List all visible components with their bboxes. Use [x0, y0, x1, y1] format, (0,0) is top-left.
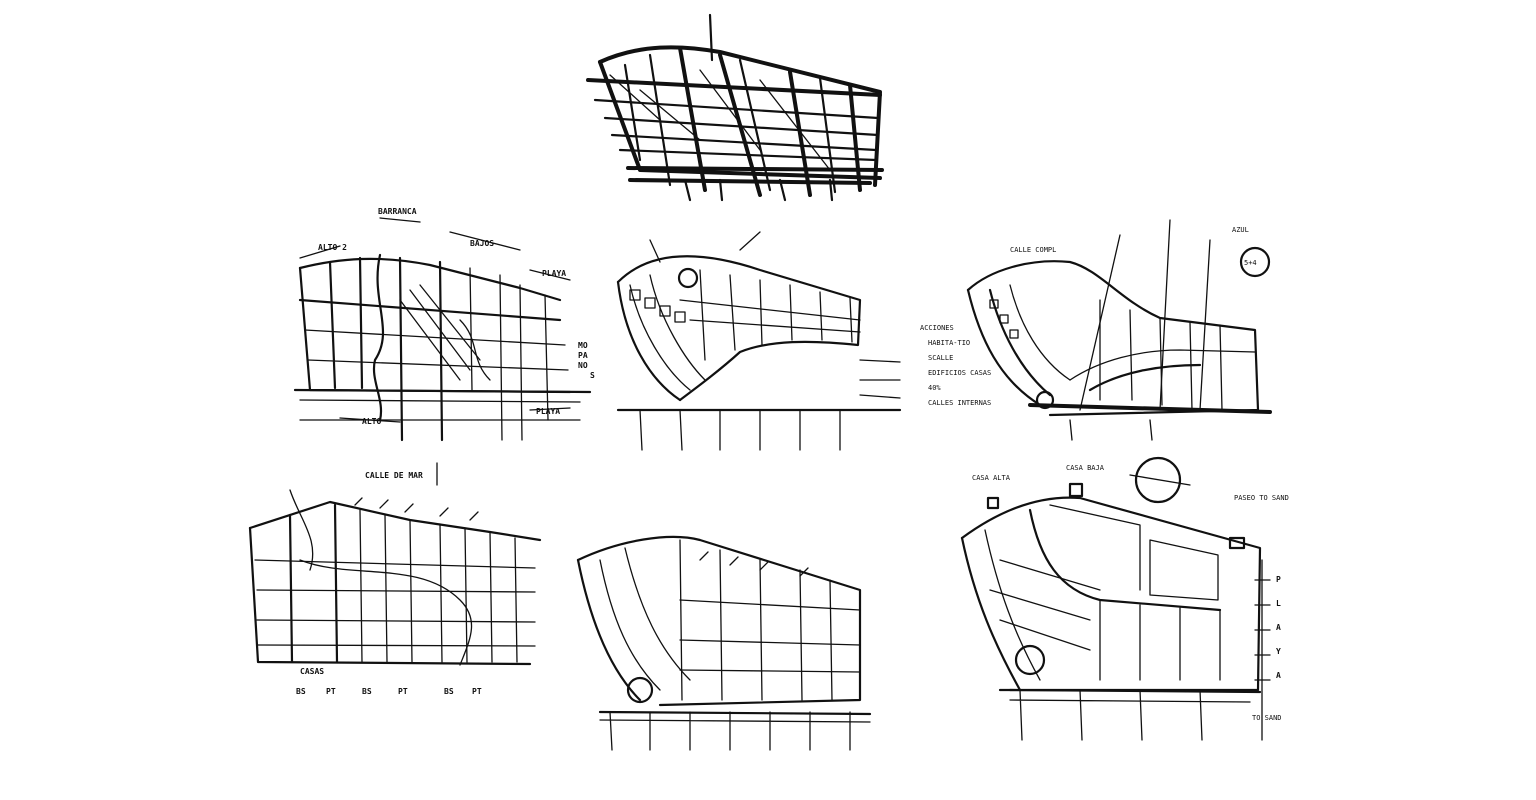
sketch-mid-center [616, 231, 902, 451]
label-habitatio: HABITA-TIO [928, 339, 970, 347]
label-bajos: BAJOS [470, 239, 494, 248]
label-casas: CASAS [300, 667, 324, 676]
sketch-mid-right: ACCIONES HABITA-TIO SCALLE EDIFICIOS CAS… [920, 219, 1272, 441]
label-5plus4: 5+4 [1244, 259, 1257, 267]
label-playa-a2: A [1276, 671, 1281, 680]
label-playa-y: Y [1276, 647, 1281, 656]
label-playa-l: L [1276, 599, 1281, 608]
label-playa-top: PLAYA [542, 269, 566, 278]
label-acciones: ACCIONES [920, 324, 954, 332]
label-playa-bottom: PLAYA [536, 407, 560, 416]
label-azul: AZUL [1232, 226, 1249, 234]
label-calle-de-mar: CALLE DE MAR [365, 471, 423, 480]
label-s: S [590, 371, 595, 380]
label-scalle: SCALLE [928, 354, 953, 362]
sketch-bottom-center [576, 535, 872, 751]
label-pt3: PT [472, 687, 482, 696]
label-playa-a1: A [1276, 623, 1281, 632]
label-pt2: PT [398, 687, 408, 696]
label-no: NO [578, 361, 588, 370]
label-calle-compl: CALLE COMPL [1010, 246, 1056, 254]
label-to-sand: TO SAND [1252, 714, 1282, 722]
label-alto2: ALTO 2 [318, 243, 347, 252]
label-calles-internas: CALLES INTERNAS [928, 399, 991, 407]
sketch-top [586, 13, 884, 202]
label-edificios: EDIFICIOS CASAS [928, 369, 991, 377]
sketch-bottom-left: CALLE DE MAR CASAS BS PT BS PT BS PT [248, 462, 542, 696]
sketch-mid-left: ALTO 2 BARRANCA BAJOS PLAYA ALTO PLAYA M… [293, 207, 595, 442]
label-playa-p: P [1276, 575, 1281, 584]
label-casa-alta: CASA ALTA [972, 474, 1011, 482]
label-alto: ALTO [362, 417, 381, 426]
label-barranca: BARRANCA [378, 207, 417, 216]
label-paseo-to-sand: PASEO TO SAND [1234, 494, 1289, 502]
label-bs2: BS [362, 687, 372, 696]
label-40: 40% [928, 384, 941, 392]
label-pa: PA [578, 351, 588, 360]
label-pt1: PT [326, 687, 336, 696]
label-bs1: BS [296, 687, 306, 696]
label-casa-baja: CASA BAJA [1066, 464, 1105, 472]
label-bs3: BS [444, 687, 454, 696]
sketch-bottom-right: CASA ALTA CASA BAJA PASEO TO SAND P L A … [960, 456, 1289, 741]
label-mo: MO [578, 341, 588, 350]
